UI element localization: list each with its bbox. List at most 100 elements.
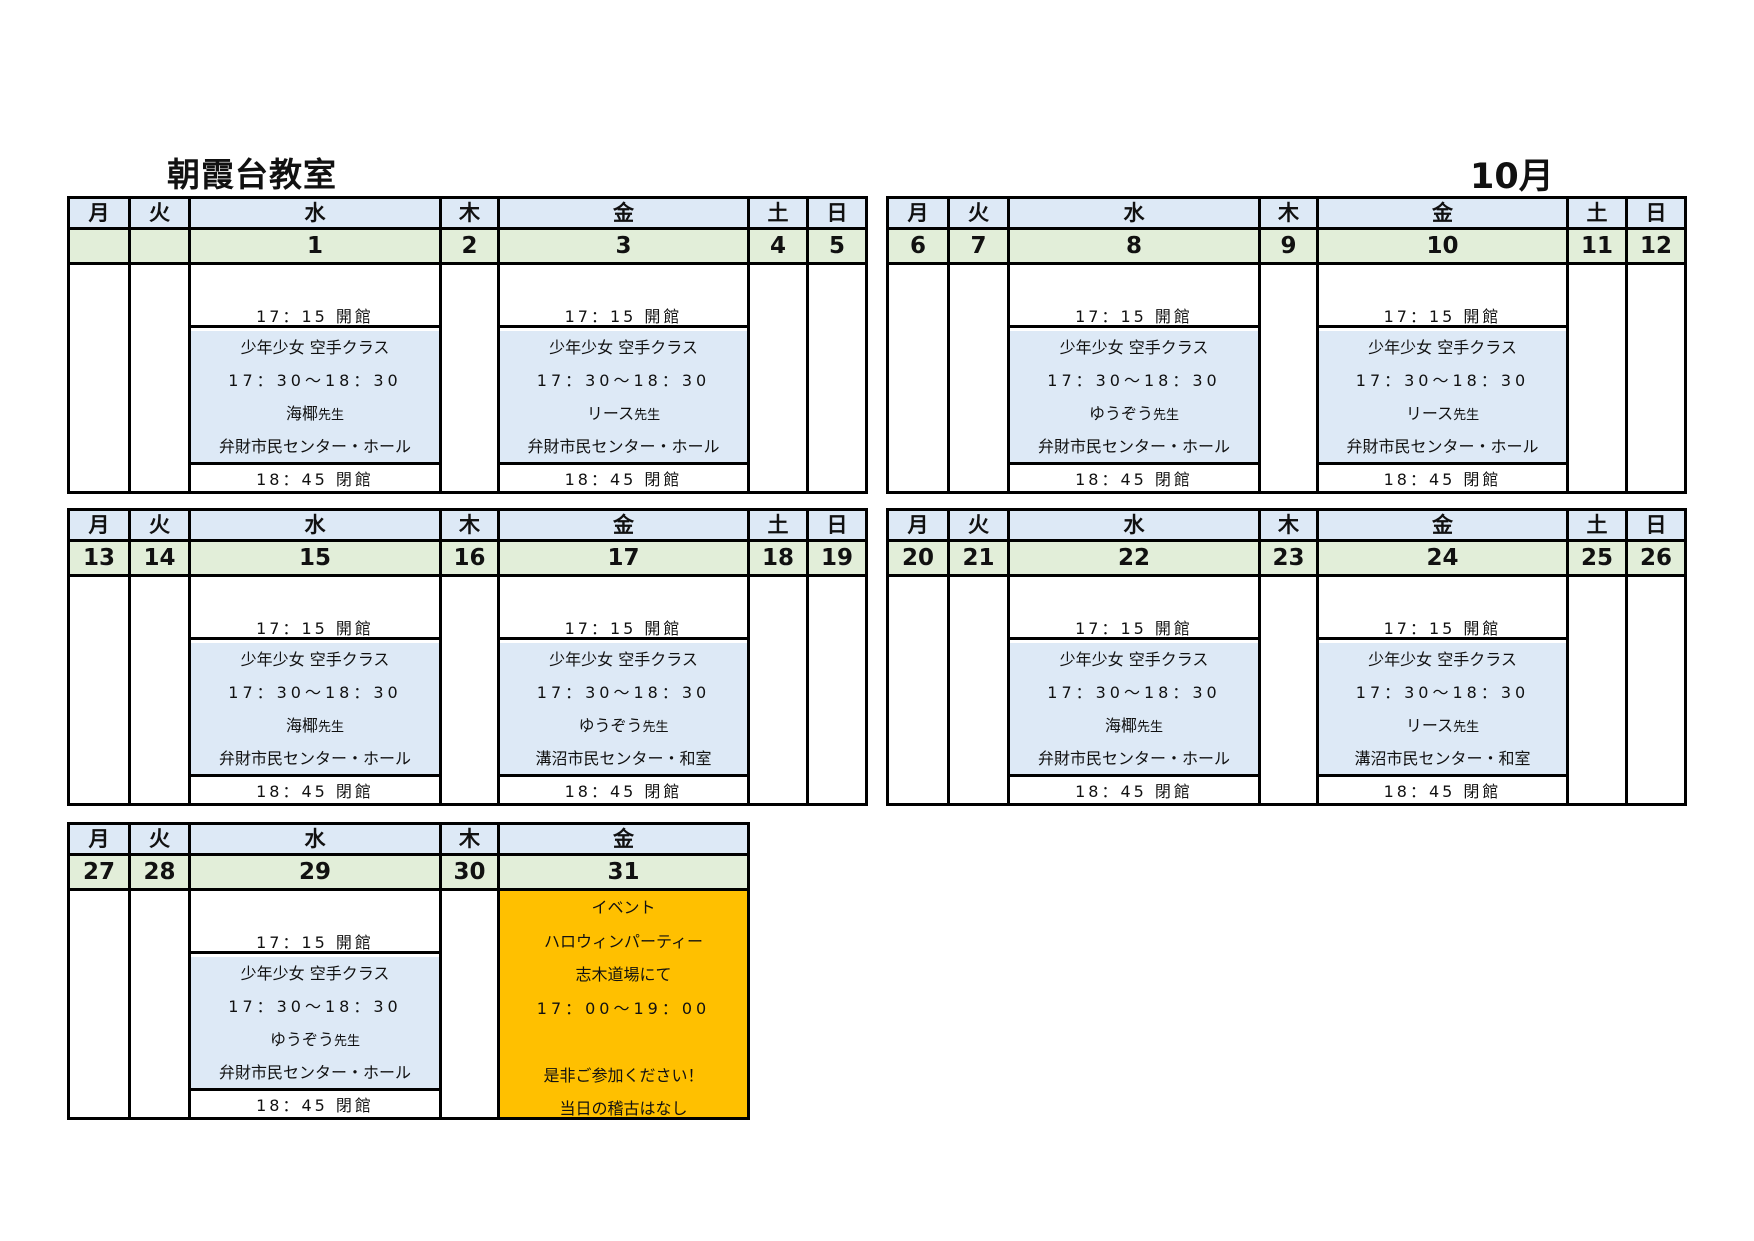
class-name: 少年少女 空手クラス xyxy=(1368,338,1517,357)
class-time: 17：30〜18：30 xyxy=(1355,371,1530,390)
day-body xyxy=(750,577,806,803)
teacher: リース先生 xyxy=(500,397,747,430)
teacher-name: ゆうぞう xyxy=(1088,404,1153,423)
month-label: 10月 xyxy=(1470,157,1554,197)
weekday-header: 木 xyxy=(1261,199,1316,230)
weekday-header: 火 xyxy=(131,825,188,856)
class-name: 少年少女 空手クラス xyxy=(240,338,390,357)
date-cell: 14 xyxy=(131,542,188,577)
class-time: 17：30〜18：30 xyxy=(536,371,711,390)
teacher-name: 海椰 xyxy=(285,716,318,735)
teacher: 海椰先生 xyxy=(191,709,439,742)
date-cell: 12 xyxy=(1628,230,1684,265)
venue: 弁財市民センター・ホール xyxy=(218,1063,411,1082)
teacher: ゆうぞう先生 xyxy=(1010,397,1258,430)
day-body xyxy=(442,265,497,491)
open-time: 17：15 開館 xyxy=(191,265,439,328)
venue: 弁財市民センター・ホール xyxy=(218,749,411,768)
weekday-header: 月 xyxy=(70,199,128,230)
venue: 溝沼市民センター・和室 xyxy=(535,749,712,768)
weekday-header: 木 xyxy=(442,825,497,856)
weekday-header: 火 xyxy=(950,511,1007,542)
date-cell: 6 xyxy=(889,230,947,265)
close-time: 18：45 閉館 xyxy=(1383,782,1502,801)
date-cell: 22 xyxy=(1010,542,1258,577)
weekday-header: 木 xyxy=(442,511,497,542)
classroom-title: 朝霞台教室 xyxy=(167,155,337,194)
weekday-header: 月 xyxy=(889,511,947,542)
day-body xyxy=(1569,265,1625,491)
close-time: 18：45 閉館 xyxy=(256,470,374,489)
open-time: 17：15 開館 xyxy=(500,577,747,640)
weekday-header: 木 xyxy=(1261,511,1316,542)
class-name: 少年少女 空手クラス xyxy=(1059,650,1209,669)
day-body xyxy=(70,891,128,1117)
date-cell: 25 xyxy=(1569,542,1625,577)
venue: 弁財市民センター・ホール xyxy=(218,437,411,456)
event-line: 志木道場にて xyxy=(575,965,672,984)
teacher-name: 海椰 xyxy=(1104,716,1137,735)
weekday-header: 火 xyxy=(950,199,1007,230)
day-body xyxy=(131,577,188,803)
class-name: 少年少女 空手クラス xyxy=(240,964,390,983)
close-time: 18：45 閉館 xyxy=(1383,470,1502,489)
teacher-name: リース xyxy=(1405,716,1454,735)
date-cell: 13 xyxy=(70,542,128,577)
teacher-suffix: 先生 xyxy=(318,720,345,735)
date-cell: 4 xyxy=(750,230,806,265)
date-cell: 27 xyxy=(70,856,128,891)
venue: 弁財市民センター・ホール xyxy=(1037,749,1230,768)
weekday-header: 金 xyxy=(1319,199,1566,230)
open-time: 17：15 開館 xyxy=(1319,265,1566,328)
weekday-header: 金 xyxy=(500,825,747,856)
open-time: 17：15 開館 xyxy=(500,265,747,328)
date-cell: 10 xyxy=(1319,230,1566,265)
weekday-header: 日 xyxy=(809,511,865,542)
date-cell xyxy=(70,230,128,265)
day-body xyxy=(70,265,128,491)
weekday-header: 土 xyxy=(750,199,806,230)
date-cell: 23 xyxy=(1261,542,1316,577)
day-body xyxy=(889,577,947,803)
day-body xyxy=(442,577,497,803)
class-time: 17：30〜18：30 xyxy=(536,683,711,702)
teacher-suffix: 先生 xyxy=(634,408,661,423)
teacher-name: ゆうぞう xyxy=(578,716,643,735)
day-body xyxy=(950,577,1007,803)
day-body xyxy=(750,265,806,491)
date-cell: 28 xyxy=(131,856,188,891)
event-line: 是非ご参加ください！ xyxy=(543,1065,704,1085)
date-cell: 5 xyxy=(809,230,865,265)
venue: 弁財市民センター・ホール xyxy=(1346,437,1539,456)
teacher-suffix: 先生 xyxy=(1453,408,1480,423)
close-time: 18：45 閉館 xyxy=(564,782,683,801)
open-time: 17：15 開館 xyxy=(1010,577,1258,640)
venue: 溝沼市民センター・和室 xyxy=(1354,749,1531,768)
day-body xyxy=(1261,265,1316,491)
weekday-header: 金 xyxy=(500,199,747,230)
open-time: 17：15 開館 xyxy=(191,577,439,640)
